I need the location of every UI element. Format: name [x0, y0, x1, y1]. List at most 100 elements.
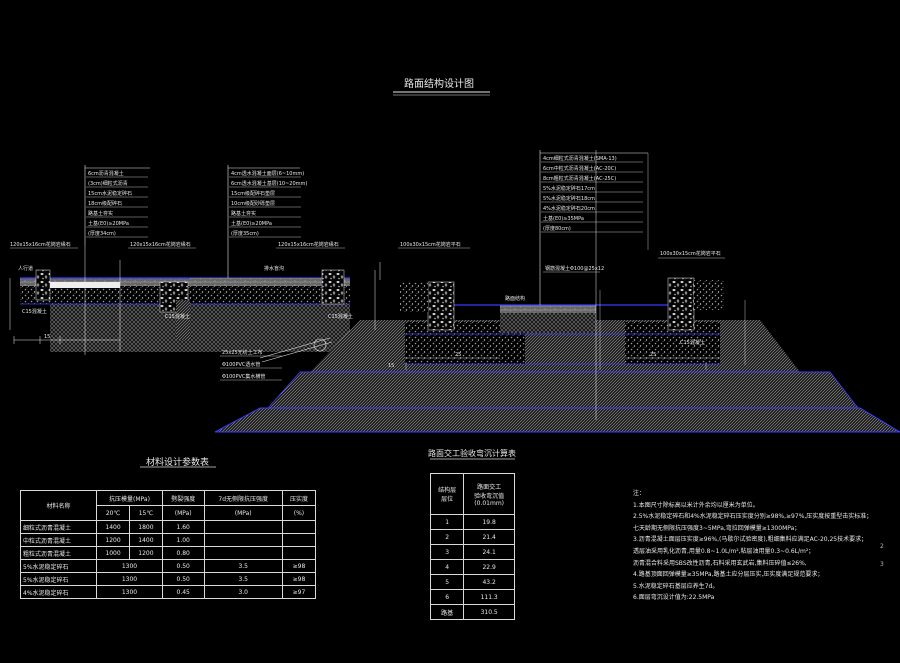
left-curb-1: [35, 269, 51, 301]
layer-label: 5%水泥稳定碎石17cm: [543, 185, 595, 192]
left-label-curb-right: 120x15x16cm花岗岩缘石: [130, 241, 191, 248]
left-section: 6cm沥青混凝土(3cm)细粒式沥青15cm水泥稳定碎石18cm级配碎石路基土夯…: [9, 165, 350, 355]
materials-table: 材料名称 抗压模量(MPa) 劈裂强度 7d无侧限抗压强度 压实度 20℃ 15…: [19, 490, 317, 599]
layer-label: 18cm级配碎石: [88, 200, 122, 207]
mat-sub-20c: 20℃: [96, 505, 130, 521]
layer-label: 4cm细粒式沥青混凝土(SMA-13): [543, 155, 617, 162]
table-cell: 21.4: [463, 529, 515, 545]
table-cell: 111.3: [463, 589, 515, 605]
table-cell: 路基: [429, 604, 465, 620]
table-cell: 2: [429, 529, 465, 545]
layer-label: 4%水泥稳定碎石20cm: [543, 205, 595, 212]
page-mark-1: 2: [880, 543, 884, 550]
note-line: 5.水泥稳定碎石基层应养生7d。: [633, 582, 719, 590]
right-dim-25-right: 25: [650, 352, 656, 358]
table-cell: 1200: [96, 533, 130, 547]
right-curb-left: [427, 281, 455, 331]
table-row: 细粒式沥青混凝土 1400 1800 1.60: [19, 520, 317, 534]
mid-label-guancao: 排水盲沟: [264, 265, 284, 272]
mid-pipe-label-1: 25x25无纺土工布: [222, 349, 263, 356]
right-label-c15: C15混凝土: [680, 339, 705, 346]
layer-label: 土基(E0)≥20MPa: [88, 220, 129, 227]
page-mark-2: 3: [880, 561, 884, 568]
layer-label: 土基(E0)≥35MPa: [543, 215, 584, 222]
table-cell: 1300: [96, 572, 163, 586]
mat-sub-mpa2: (MPa): [203, 505, 283, 521]
right-label-rebar: 钢筋混凝土Φ100@25x12: [545, 265, 604, 272]
table-cell: 43.2: [463, 574, 515, 590]
def-header-layer: 结构层 层位: [429, 473, 465, 515]
materials-table-title: 材料设计参数表: [146, 458, 210, 468]
note-line: 4.路基顶面回弹模量≥35MPa,路基土应分层压实,压实度满足规范要求；: [633, 571, 824, 579]
layer-label: (厚度80cm): [543, 225, 571, 232]
right-dim-15: 15: [388, 363, 394, 369]
right-dim-25-left: 25: [455, 352, 461, 358]
mid-label-c15: C15混凝土: [328, 313, 353, 320]
mat-header-split: 劈裂强度: [161, 490, 205, 506]
left-label-c15-left: C15混凝土: [22, 308, 47, 315]
table-cell: 310.5: [463, 604, 515, 620]
table-cell: ≥98: [281, 559, 317, 573]
right-label-curb-left: 100x30x15cm花岗岩平石: [400, 241, 461, 248]
table-cell: 5%水泥稳定碎石: [19, 559, 98, 573]
table-cell: 0.80: [161, 546, 205, 560]
layer-label: 15cm级配碎石垫层: [231, 190, 275, 197]
notes: 注： 1.本图尺寸除标高以米计外余均以厘米为单位。2.5%水泥稳定碎石和4%水泥…: [633, 488, 883, 604]
table-row: 5%水泥稳定碎石 1300 0.50 3.5 ≥98: [19, 559, 317, 573]
table-cell: 4: [429, 559, 465, 575]
layer-label: 8cm粗粒式沥青混凝土(AC-25C): [543, 175, 616, 182]
note-line: 沥青混合料采用SBS改性沥青,石料采用玄武岩,集料压碎值≤26%,: [633, 559, 807, 567]
table-cell: [203, 546, 283, 560]
left-label-renxingdao: 人行道: [18, 265, 33, 272]
mat-header-7d: 7d无侧限抗压强度: [203, 490, 283, 506]
mat-header-modulus: 抗压模量(MPa): [96, 490, 163, 506]
table-cell: 3.5: [203, 559, 283, 573]
embankment-lower: [214, 407, 900, 433]
table-cell: 粗粒式沥青混凝土: [19, 546, 98, 560]
layer-label: 4cm透水混凝土面层(6~10mm): [231, 170, 304, 177]
layer-label: 5%水泥稳定碎石18cm: [543, 195, 595, 202]
mid-label-curb: 120x15x16cm花岗岩缘石: [278, 241, 339, 248]
layer-label: (厚度34cm): [88, 230, 116, 237]
table-row: 5%水泥稳定碎石 1300 0.50 3.5 ≥98: [19, 572, 317, 586]
right-section: 4cm细粒式沥青混凝土(SMA-13)6cm中粒式沥青混凝土(AC-20C)8c…: [214, 150, 900, 433]
mid-section: 4cm透水混凝土面层(6~10mm)6cm透水混凝土基层(10~20mm)15c…: [190, 165, 353, 381]
right-label-center: 路面结构: [505, 295, 525, 302]
mid-pipe-label-2: Φ100PVC透水管: [222, 361, 260, 368]
table-cell: 0.50: [161, 572, 205, 586]
mat-sub-mpa1: (MPa): [161, 505, 205, 521]
notes-heading: 注：: [633, 490, 646, 497]
table-cell: 细粒式沥青混凝土: [19, 520, 98, 534]
layer-label: 10cm级配砂砾垫层: [231, 200, 275, 207]
mid-surface-layer: [190, 278, 322, 286]
table-cell: 0.50: [161, 559, 205, 573]
table-row: 粗粒式沥青混凝土 1000 1200 0.80: [19, 546, 317, 560]
mat-header-compaction: 压实度: [281, 490, 317, 506]
table-cell: [281, 546, 317, 560]
left-subbase-layer: [50, 304, 350, 352]
table-cell: [281, 520, 317, 534]
table-cell: 3.5: [203, 572, 283, 586]
left-curb-3: [321, 269, 345, 305]
table-cell: 1400: [96, 520, 130, 534]
note-line: 1.本图尺寸除标高以米计外余均以厘米为单位。: [633, 501, 759, 509]
table-cell: 3.0: [203, 585, 283, 599]
note-line: 6.面层弯沉设计值为:22.5MPa: [633, 594, 715, 602]
note-line: 透层油采用乳化沥青,用量0.8~1.0L/m²,粘层油用量0.3~0.6L/m²…: [633, 547, 815, 555]
left-label-curb-left: 120x15x16cm花岗岩缘石: [10, 241, 71, 248]
table-cell: 0.45: [161, 585, 205, 599]
table-cell: 1200: [128, 546, 163, 560]
table-cell: 1800: [128, 520, 163, 534]
layer-label: 土基(E0)≥20MPa: [231, 220, 272, 227]
note-line: 3.沥青混凝土面层压实度≥96%,(马歇尔试验密度),粗细集料应满足AC-20,…: [633, 536, 868, 544]
table-cell: [281, 533, 317, 547]
layer-label: 路基土夯实: [88, 210, 113, 217]
table-cell: 1300: [96, 559, 163, 573]
table-cell: [203, 520, 283, 534]
mid-drain-pipe: [313, 338, 327, 352]
layer-label: (3cm)细粒式沥青: [88, 180, 128, 187]
